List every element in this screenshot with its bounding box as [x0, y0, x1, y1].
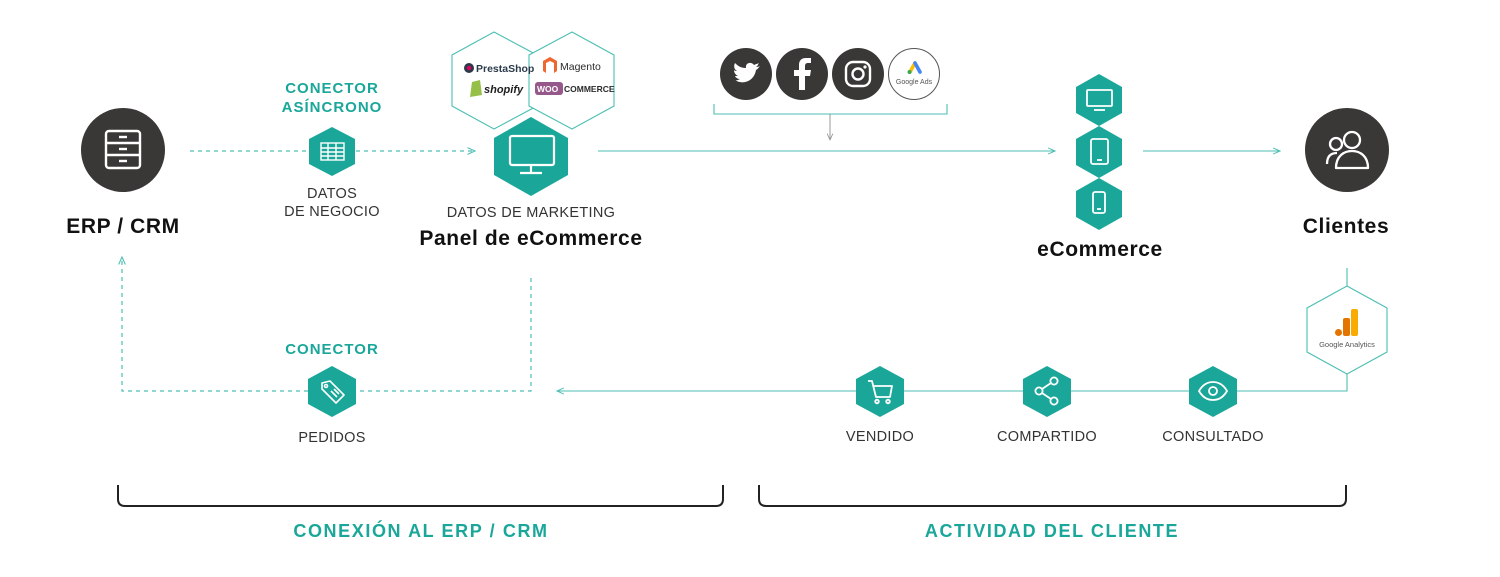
google-analytics-label: Google Analytics — [1319, 340, 1375, 349]
async-connector-heading-line1: CONECTOR — [285, 80, 379, 97]
right-section-bracket — [758, 485, 1347, 507]
async-connector-label-line2: DE NEGOCIO — [284, 204, 380, 220]
clients-title: Clientes — [1302, 215, 1390, 238]
shopify-logo: shopify — [470, 80, 524, 97]
ecommerce-title: eCommerce — [1037, 238, 1163, 261]
async-connector-label: DATOS DE NEGOCIO — [252, 185, 412, 221]
google-ads-icon: Google Ads — [888, 48, 940, 100]
async-connector-heading-line2: ASÍNCRONO — [281, 99, 383, 116]
google-analytics-node: Google Analytics — [1306, 285, 1388, 375]
cart-icon — [868, 380, 893, 405]
prestashop-text: PrestaShop — [476, 63, 534, 75]
ecommerce-devices — [1076, 74, 1122, 230]
shopify-text: shopify — [484, 84, 524, 96]
erp-title: ERP / CRM — [66, 215, 180, 238]
order-connector-heading: CONECTOR — [285, 341, 379, 358]
panel-node — [494, 117, 568, 196]
prestashop-logo: PrestaShop — [464, 63, 534, 75]
left-section-title: CONEXIÓN AL ERP / CRM — [293, 521, 549, 541]
monitor-icon — [1086, 89, 1113, 111]
shared-label: COMPARTIDO — [997, 429, 1097, 445]
svg-text:COMMERCE: COMMERCE — [564, 84, 615, 94]
async-connector-heading: CONECTOR ASÍNCRONO — [252, 79, 412, 117]
spreadsheet-icon — [320, 142, 345, 161]
orders-to-erp-line — [122, 257, 308, 392]
platforms-cluster: PrestaShop Magento shopify WOO COMMERCE — [451, 31, 615, 130]
monitor-icon — [508, 134, 556, 175]
activity-return-line — [557, 374, 1348, 391]
magento-text: Magento — [560, 61, 601, 73]
ecommerce-desktop-node — [1076, 74, 1122, 126]
ecommerce-phone-node — [1076, 178, 1122, 230]
erp-node — [81, 108, 165, 192]
file-cabinet-icon — [104, 129, 142, 170]
smartphone-icon — [1092, 191, 1106, 214]
social-row: Google Ads — [720, 48, 940, 100]
order-connector-label: PEDIDOS — [298, 430, 366, 446]
social-bracket — [713, 104, 948, 115]
viewed-node — [1189, 366, 1237, 417]
order-connector-node — [308, 366, 356, 417]
async-connector-node — [309, 127, 355, 176]
woocommerce-logo: WOO COMMERCE — [535, 82, 615, 95]
share-icon — [1034, 376, 1059, 406]
instagram-icon — [832, 48, 884, 100]
right-section-title: ACTIVIDAD DEL CLIENTE — [924, 521, 1180, 541]
panel-title: Panel de eCommerce — [419, 227, 643, 250]
tag-icon — [321, 380, 345, 404]
eye-icon — [1197, 381, 1229, 401]
magento-logo: Magento — [543, 57, 601, 73]
sold-node — [856, 366, 904, 417]
facebook-icon — [776, 48, 828, 100]
panel-to-orders-line — [356, 278, 532, 392]
svg-text:WOO: WOO — [537, 84, 559, 94]
twitter-icon — [720, 48, 772, 100]
left-section-bracket — [117, 485, 724, 507]
clients-node — [1305, 108, 1389, 192]
viewed-label: CONSULTADO — [1162, 429, 1264, 445]
ecommerce-tablet-node — [1076, 126, 1122, 178]
sold-label: VENDIDO — [845, 429, 915, 445]
tablet-icon — [1090, 138, 1109, 165]
google-ads-label: Google Ads — [896, 79, 933, 86]
panel-subtitle: DATOS DE MARKETING — [446, 205, 616, 221]
shared-node — [1023, 366, 1071, 417]
async-connector-label-line1: DATOS — [306, 186, 358, 202]
users-icon — [1325, 130, 1370, 170]
